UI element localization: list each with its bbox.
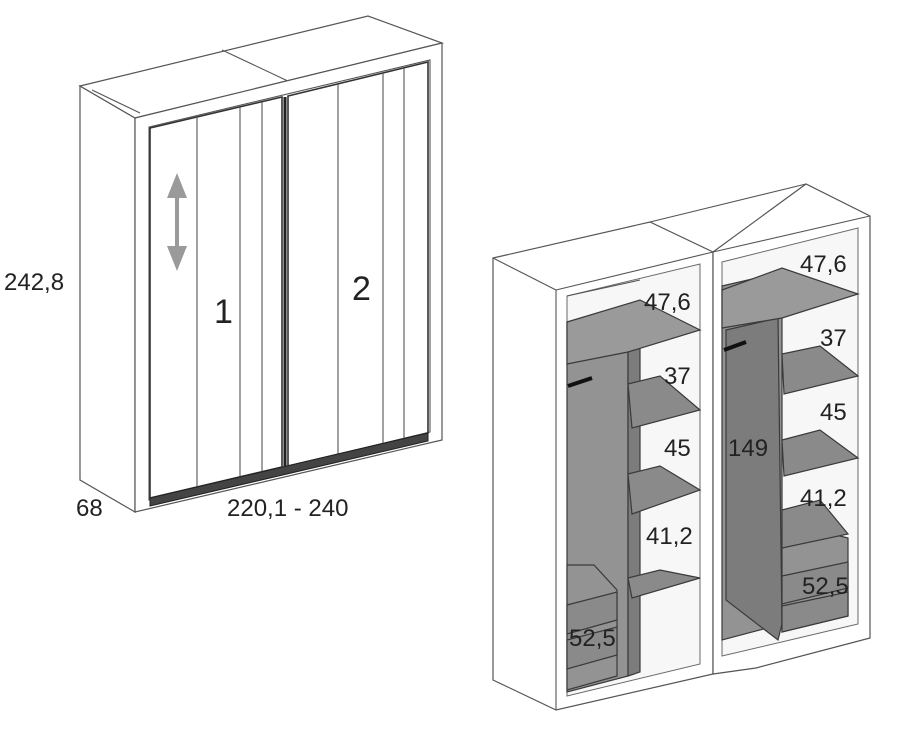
right-drawer-label: 52,5	[802, 573, 849, 600]
right-shelf-1	[781, 345, 860, 395]
left-top-shelf-label: 47,6	[644, 289, 691, 316]
wardrobe-side-panel	[79, 84, 136, 514]
left-shelf-label-1: 37	[664, 363, 691, 390]
right-shelf-label-1: 37	[820, 325, 847, 352]
left-shelf-label-3: 41,2	[646, 523, 693, 550]
left-shelf-2	[627, 465, 702, 515]
right-top-shelf-label: 47,6	[800, 251, 847, 278]
right-hanging-panel	[725, 317, 783, 642]
left-drawer-label: 52,5	[569, 625, 616, 652]
door-2-label: 2	[352, 270, 371, 308]
left-shelf-label-2: 45	[664, 435, 691, 462]
left-top-shelf	[566, 299, 702, 365]
door-1-label: 1	[214, 293, 233, 331]
height-dimension-label: 242,8	[4, 269, 64, 296]
right-shelf-label-2: 45	[820, 399, 847, 426]
depth-dimension-label: 68	[76, 495, 103, 522]
interior-left-module: 47,6 37 45 41,2 52,5	[492, 221, 714, 711]
interior-right-module: 47,6 37 45 41,2 52,5 149	[649, 183, 871, 675]
closed-wardrobe-drawing: 1 2 242,8 68 220,1 - 240	[4, 15, 445, 522]
right-shelf-label-3: 41,2	[800, 485, 847, 512]
sliding-arrow-icon	[167, 173, 187, 271]
width-dimension-label: 220,1 - 240	[227, 495, 348, 522]
left-shelf-1	[627, 375, 702, 429]
right-shelf-2	[781, 429, 860, 477]
right-top-shelf	[721, 267, 860, 329]
right-hanging-height-label: 149	[728, 435, 768, 462]
left-shelf-3	[627, 569, 701, 599]
